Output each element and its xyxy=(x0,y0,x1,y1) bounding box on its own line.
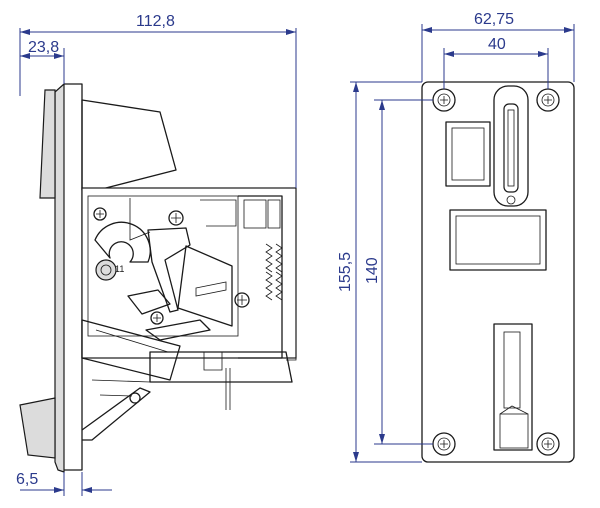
coin-slot-upper xyxy=(493,85,529,207)
dimension-flange-thickness: 6,5 xyxy=(16,471,112,496)
side-lower-lip xyxy=(19,397,56,459)
dim-label-plate-height: 155,5 xyxy=(337,252,354,292)
side-view: 11 xyxy=(19,82,297,473)
mounting-hole-bottom-left xyxy=(432,432,456,456)
dim-label-front-depth: 23,8 xyxy=(28,39,59,56)
front-view xyxy=(421,81,575,463)
mounting-hole-bottom-right xyxy=(536,432,560,456)
dimension-overall-depth: 112,8 xyxy=(19,13,297,188)
dim-label-hole-spacing-horizontal: 40 xyxy=(488,36,506,53)
dimension-hole-spacing-horizontal: 40 xyxy=(443,36,549,89)
part-number-label: 11 xyxy=(115,264,124,274)
front-plate xyxy=(421,81,575,463)
dimension-plate-width: 62,75 xyxy=(421,11,575,82)
dim-label-flange-thickness: 6,5 xyxy=(16,471,38,488)
dim-label-overall-depth: 112,8 xyxy=(136,13,175,30)
upper-left-window xyxy=(445,121,491,187)
dim-label-hole-spacing-vertical: 140 xyxy=(364,257,381,284)
middle-window xyxy=(449,209,547,271)
dimension-front-depth: 23,8 xyxy=(20,39,65,84)
side-front-bezel xyxy=(54,82,65,473)
side-coin-chute xyxy=(81,319,181,381)
mounting-hole-top-right xyxy=(536,88,560,112)
side-cam xyxy=(94,221,151,263)
dim-label-plate-width: 62,75 xyxy=(474,11,514,28)
dimension-hole-spacing-vertical: 140 xyxy=(364,99,433,445)
side-upper-hood xyxy=(39,89,56,199)
dimension-plate-height: 155,5 xyxy=(337,81,422,463)
coin-return-slot xyxy=(493,323,533,451)
mounting-hole-top-left xyxy=(432,88,456,112)
